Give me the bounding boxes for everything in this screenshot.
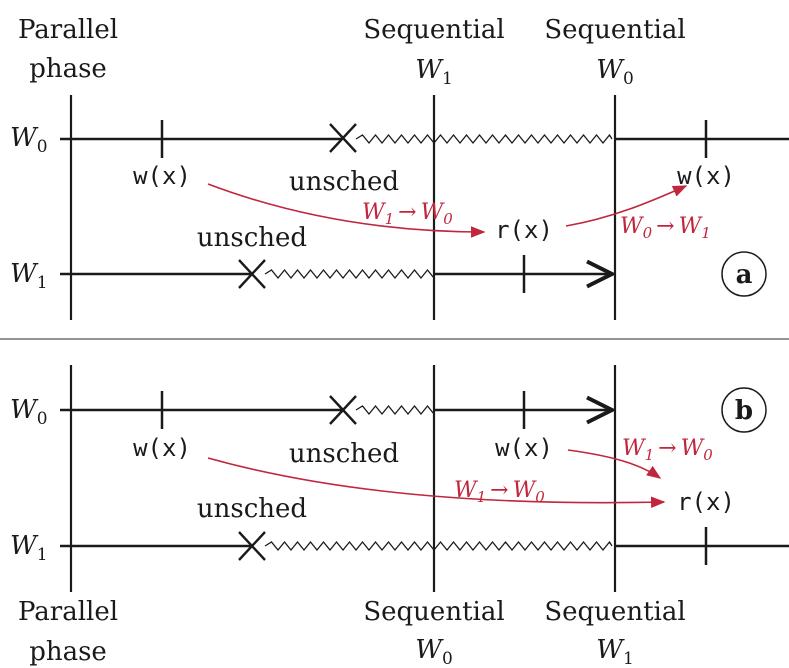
panel-b-w0-unscheduled-wave	[355, 404, 435, 416]
panel-b-header-sequential-2: Sequential	[544, 597, 685, 627]
panel-a-header-sequential-2: Sequential	[544, 15, 685, 45]
panel-a-row-w1-label: W1	[10, 259, 48, 293]
panel-b-badge-circle	[721, 387, 767, 433]
panel-b-w1-unsched-x-mark	[238, 531, 266, 561]
panel-a-badge-circle	[721, 251, 767, 297]
panel-a-transfer-label-2: W0→W1	[620, 214, 711, 242]
panel-a-header-sequential-2-worker: W0	[596, 55, 634, 89]
panel-a-transfer-arrow-1	[207, 183, 486, 238]
panel-a-header-sequential-1: Sequential	[363, 15, 504, 45]
panel-b: W0 W1 w(x) w(x) r(x) unsched unsched W1→…	[10, 365, 789, 668]
panel-a: Parallel phase Sequential W1 Sequential …	[10, 15, 789, 320]
panel-a-unsched-label-bottom: unsched	[197, 223, 307, 253]
panel-a-transfer-label-1: W1→W0	[362, 200, 453, 228]
panel-a-w1-unsched-x-mark	[238, 259, 266, 289]
panel-b-header-parallel: Parallel	[18, 597, 118, 627]
panel-a-badge-label: a	[736, 260, 753, 290]
panel-a-unsched-label-top: unsched	[289, 167, 399, 197]
panel-b-unsched-label-bottom: unsched	[197, 494, 307, 524]
panel-a-write-op-right: w(x)	[677, 162, 735, 190]
panel-a-read-op: r(x)	[495, 216, 553, 244]
panel-b-w0-unsched-x-mark	[329, 395, 357, 425]
panel-a-w0-unscheduled-wave	[355, 133, 613, 145]
panel-b-w1-unscheduled-wave	[264, 540, 613, 552]
panel-a-write-op-left: w(x)	[133, 162, 191, 190]
panel-a-header-parallel: Parallel	[18, 15, 118, 45]
panel-a-row-w0-label: W0	[10, 123, 48, 157]
panel-b-row-w0-label: W0	[10, 395, 48, 429]
panel-b-badge-label: b	[735, 396, 753, 426]
panel-b-header-sequential-1: Sequential	[363, 597, 504, 627]
panel-b-unsched-label-top: unsched	[289, 439, 399, 469]
panel-a-header-sequential-1-worker: W1	[415, 55, 453, 89]
panel-b-transfer-label-1: W1→W0	[454, 478, 545, 506]
panel-a-w0-unsched-x-mark	[329, 123, 357, 153]
panel-b-write-op-mid: w(x)	[495, 434, 553, 462]
panel-b-transfer-label-2: W1→W0	[622, 436, 713, 464]
panel-b-row-w1-label: W1	[10, 531, 48, 565]
panel-b-header-sequential-2-worker: W1	[596, 635, 634, 668]
panel-a-w1-unscheduled-wave	[264, 268, 435, 280]
panel-b-write-op-left: w(x)	[133, 434, 191, 462]
panel-b-transfer-arrow-1	[207, 457, 666, 509]
panel-b-header-sequential-1-worker: W0	[415, 635, 453, 668]
panel-a-transfer-arrow-2	[565, 185, 688, 227]
panel-b-header-phase: phase	[29, 637, 107, 667]
panel-a-header-phase: phase	[29, 54, 107, 84]
panel-b-transfer-arrow-2	[567, 449, 662, 479]
panel-b-read-op: r(x)	[677, 488, 735, 516]
